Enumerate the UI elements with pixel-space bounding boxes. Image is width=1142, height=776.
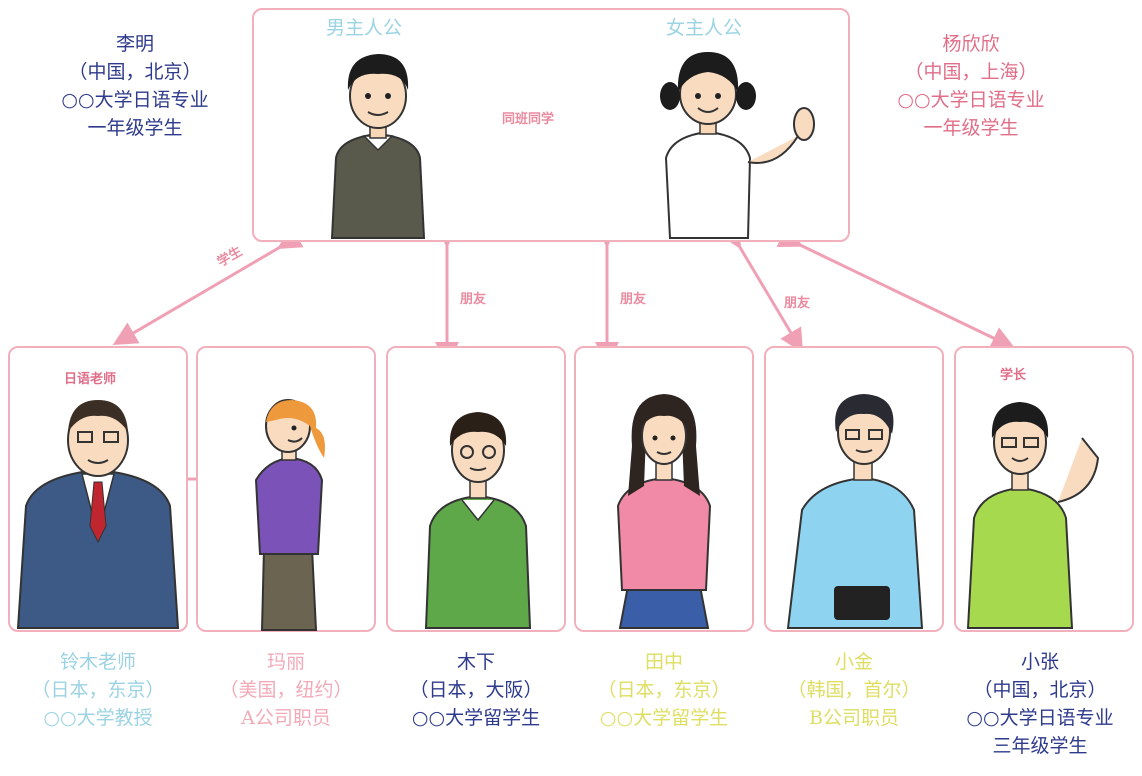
main-characters-box bbox=[252, 8, 850, 242]
liming-name: 李明 bbox=[115, 33, 154, 55]
xiaojin-origin: （韩国，首尔） bbox=[787, 679, 921, 701]
male-lead-label: 男主人公 bbox=[326, 17, 403, 39]
mali-name: 玛丽 bbox=[266, 651, 305, 673]
xiaozhang-figure bbox=[966, 402, 1100, 629]
suzuki-name: 铃木老师 bbox=[59, 651, 136, 673]
xiaozhang-info: 小张 （中国，北京） ○○大学日语专业 三年级学生 bbox=[942, 648, 1138, 760]
xiaozhang-school: ○○大学日语专业 bbox=[966, 707, 1114, 729]
friend-label-3: 朋友 bbox=[784, 296, 811, 311]
kinoshita-info: 木下 （日本，大阪） ○○大学留学生 bbox=[378, 648, 574, 732]
xiaozhang-name: 小张 bbox=[1020, 651, 1059, 673]
yangxinxin-grade: 一年级学生 bbox=[923, 117, 1019, 139]
kinoshita-figure bbox=[424, 412, 532, 629]
classmate-label: 同班同学 bbox=[502, 112, 555, 127]
xiaojin-name: 小金 bbox=[834, 651, 873, 673]
kinoshita-name: 木下 bbox=[456, 651, 495, 673]
xiaojin-job: B公司职员 bbox=[809, 707, 899, 729]
suzuki-info: 铃木老师 （日本，东京） ○○大学教授 bbox=[0, 648, 196, 732]
student-arrow bbox=[112, 226, 304, 346]
xiaojin-info: 小金 （韩国，首尔） B公司职员 bbox=[756, 648, 952, 732]
friend-label-1: 朋友 bbox=[460, 292, 487, 307]
liming-info: 李明 （中国，北京） ○○大学日语专业 一年级学生 bbox=[20, 30, 250, 142]
liming-origin: （中国，北京） bbox=[68, 61, 202, 83]
yangxinxin-name: 杨欣欣 bbox=[942, 33, 1000, 55]
yangxinxin-origin: （中国，上海） bbox=[904, 61, 1038, 83]
tanaka-info: 田中 （日本，东京） ○○大学留学生 bbox=[566, 648, 762, 732]
mali-figure bbox=[254, 399, 325, 631]
suzuki-origin: （日本，东京） bbox=[31, 679, 165, 701]
kinoshita-origin: （日本，大阪） bbox=[409, 679, 543, 701]
xiaozhang-grade: 三年级学生 bbox=[992, 735, 1088, 757]
xiaozhang-origin: （中国，北京） bbox=[973, 679, 1107, 701]
mali-job: A公司职员 bbox=[241, 707, 331, 729]
female-lead-label: 女主人公 bbox=[666, 17, 743, 39]
liming-school: ○○大学日语专业 bbox=[61, 89, 209, 111]
senior-label: 学长 bbox=[1000, 368, 1027, 383]
liming-figure bbox=[330, 54, 426, 239]
liming-grade: 一年级学生 bbox=[87, 117, 183, 139]
suzuki-figure bbox=[16, 400, 180, 629]
tanaka-title: ○○大学留学生 bbox=[599, 707, 729, 729]
suzuki-title: ○○大学教授 bbox=[43, 707, 153, 729]
kinoshita-title: ○○大学留学生 bbox=[411, 707, 541, 729]
yangxinxin-info: 杨欣欣 （中国，上海） ○○大学日语专业 一年级学生 bbox=[856, 30, 1086, 142]
mali-info: 玛丽 （美国，纽约） A公司职员 bbox=[188, 648, 384, 732]
tanaka-origin: （日本，东京） bbox=[597, 679, 731, 701]
mali-origin: （美国，纽约） bbox=[219, 679, 353, 701]
senior-arrow bbox=[776, 225, 1016, 350]
friend-label-2: 朋友 bbox=[620, 292, 647, 307]
yangxinxin-figure bbox=[660, 52, 815, 239]
japanese-teacher-label: 日语老师 bbox=[64, 372, 117, 387]
xiaojin-figure bbox=[786, 394, 924, 629]
tanaka-figure bbox=[616, 394, 712, 629]
yangxinxin-school: ○○大学日语专业 bbox=[897, 89, 1045, 111]
tanaka-name: 田中 bbox=[644, 651, 683, 673]
